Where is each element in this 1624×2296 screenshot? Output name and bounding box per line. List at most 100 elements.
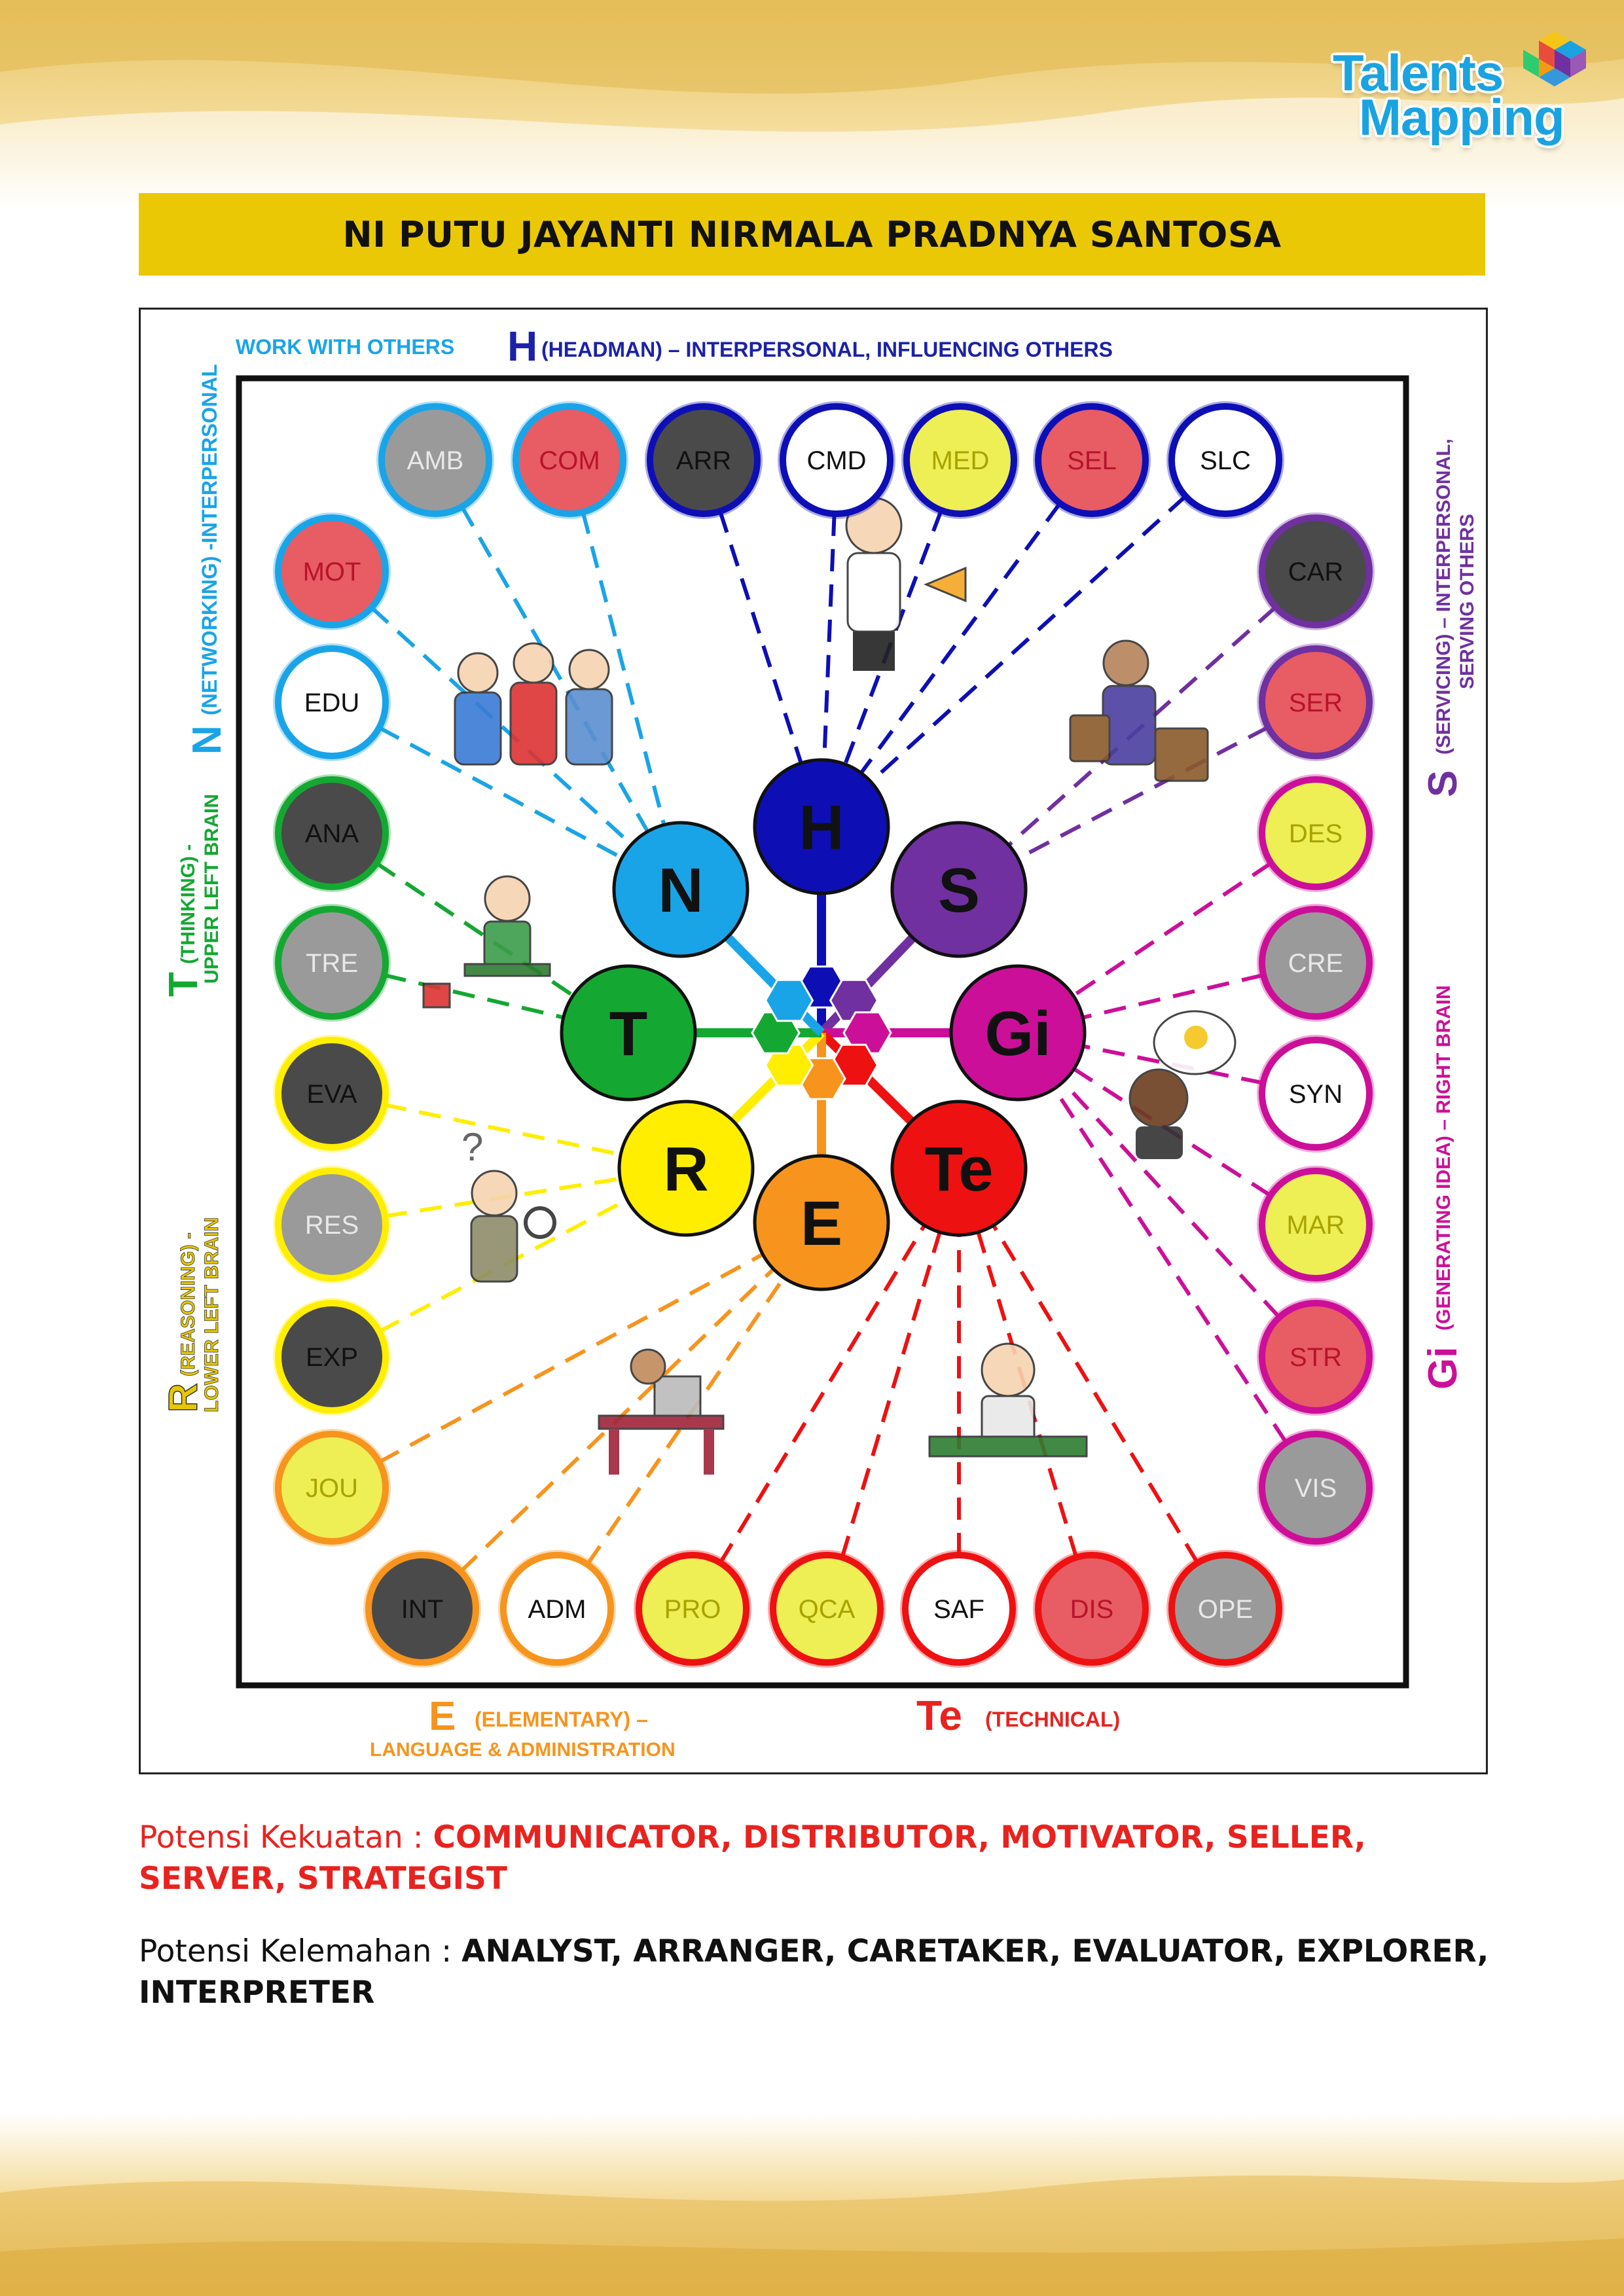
technician-illustration — [928, 1342, 1088, 1458]
connector-amb — [460, 505, 649, 833]
talent-label-ana: ANA — [305, 819, 359, 848]
talent-circle-pro — [636, 1552, 749, 1666]
hub-t: T — [560, 964, 697, 1102]
connector-cmd — [822, 513, 837, 761]
logo-line-1: Talents — [1333, 44, 1504, 101]
talent-med: MED — [901, 401, 1019, 519]
talent-label-str: STR — [1290, 1343, 1342, 1372]
center-hexagon-r — [764, 1043, 814, 1087]
talent-cre: CRE — [1257, 904, 1375, 1022]
talent-circle-qca — [770, 1552, 884, 1666]
hub-n: N — [612, 821, 749, 958]
weaknesses-label: Potensi Kelemahan : — [139, 1933, 462, 1969]
talent-eva: EVA — [273, 1035, 391, 1153]
connector-jou — [378, 1252, 764, 1464]
talent-circle-mar — [1259, 1168, 1373, 1282]
hub-label-gi: Gi — [984, 999, 1051, 1069]
talent-circle-des — [1259, 776, 1373, 890]
hub-e: E — [753, 1154, 890, 1291]
talent-ser: SER — [1257, 643, 1375, 761]
connector-arr — [718, 511, 803, 764]
connector-eva — [384, 1102, 621, 1157]
talent-label-ser: SER — [1289, 689, 1343, 717]
connector-ser — [1017, 725, 1269, 861]
talent-label-des: DES — [1289, 819, 1343, 848]
s-label-text-2: SERVING OTHERS — [1456, 514, 1478, 689]
talent-circle-dis — [1035, 1552, 1149, 1666]
talent-slc: SLC — [1166, 401, 1284, 519]
talent-label-arr: ARR — [676, 446, 731, 475]
connector-slc — [869, 494, 1187, 783]
talent-circle-saf — [902, 1552, 1016, 1666]
weaknesses-section: Potensi Kelemahan : ANALYST, ARRANGER, C… — [139, 1931, 1500, 2013]
logo-line-2: Mapping — [1359, 88, 1565, 146]
gi-label-text: (GENERATING IDEA) – RIGHT BRAIN — [1433, 985, 1454, 1331]
title-bar: NI PUTU JAYANTI NIRMALA PRADNYA SANTOSA — [139, 193, 1485, 276]
talent-circle-sel — [1035, 403, 1149, 517]
talent-circle-med — [903, 403, 1017, 517]
gi-label-letter: Gi — [1420, 1347, 1466, 1390]
talent-circle-cre — [1259, 906, 1373, 1020]
talent-circle-exp — [275, 1300, 389, 1414]
talent-circle-car — [1259, 514, 1373, 628]
talent-tre: TRE — [273, 904, 391, 1022]
person-name-title: NI PUTU JAYANTI NIRMALA PRADNYA SANTOSA — [342, 213, 1282, 255]
footer-wave-background — [0, 2114, 1624, 2296]
talent-circle-res — [275, 1168, 389, 1282]
hub-label-s: S — [938, 855, 980, 925]
talent-com: COM — [511, 401, 628, 519]
office-worker-illustration — [598, 1348, 725, 1475]
talent-label-edu: EDU — [304, 689, 359, 717]
strengths-section: Potensi Kekuatan : COMMUNICATOR, DISTRIB… — [139, 1817, 1500, 1899]
talent-label-syn: SYN — [1289, 1080, 1343, 1109]
strengths-label: Potensi Kekuatan : — [139, 1820, 433, 1856]
talent-circle-adm — [500, 1552, 614, 1666]
talent-sel: SEL — [1033, 401, 1151, 519]
connector-ope — [992, 1224, 1200, 1564]
talent-label-eva: EVA — [306, 1080, 357, 1109]
talent-syn: SYN — [1257, 1035, 1375, 1153]
talent-arr: ARR — [645, 401, 763, 519]
connector-qca — [840, 1231, 942, 1558]
talent-jou: JOU — [273, 1429, 391, 1547]
connector-edu — [378, 726, 623, 860]
talent-label-amb: AMB — [407, 446, 464, 475]
detective-illustration: ? — [461, 1125, 556, 1283]
talent-circle-ser — [1259, 645, 1373, 759]
t-label-letter: T — [161, 972, 206, 997]
talent-circle-slc — [1168, 403, 1282, 517]
connector-pro — [718, 1224, 926, 1564]
talent-label-car: CAR — [1288, 558, 1343, 586]
te-label-text: (TECHNICAL) — [985, 1708, 1120, 1731]
networking-people-illustration — [454, 642, 613, 766]
talent-circle-syn — [1259, 1037, 1373, 1151]
talent-int: INT — [363, 1550, 481, 1668]
talent-circle-edu — [275, 645, 389, 759]
talent-circle-arr — [647, 403, 761, 517]
headman-megaphone-illustration — [845, 497, 967, 671]
hub-label-h: H — [799, 793, 844, 863]
talent-saf: SAF — [900, 1550, 1018, 1668]
talent-label-cre: CRE — [1288, 949, 1343, 978]
talent-cmd: CMD — [778, 401, 895, 519]
talent-amb: AMB — [376, 401, 494, 519]
connector-mot — [370, 606, 633, 846]
talent-label-cmd: CMD — [806, 446, 866, 475]
talent-label-tre: TRE — [306, 949, 358, 978]
talent-des: DES — [1257, 774, 1375, 892]
s-label-text-1: (SERVICING) – INTERPERSONAL, — [1433, 439, 1454, 755]
inner-frame — [236, 375, 1409, 1689]
hub-label-t: T — [609, 999, 648, 1069]
talent-ope: OPE — [1166, 1550, 1284, 1668]
talent-label-saf: SAF — [933, 1595, 984, 1624]
hub-h: H — [753, 758, 890, 895]
edge-labels: H (HEADMAN) – INTERPERSONAL, INFLUENCING… — [160, 323, 1478, 1761]
connector-dis — [976, 1231, 1079, 1558]
talent-str: STR — [1257, 1298, 1375, 1416]
r-label-text-1: (REASONING) - — [177, 1232, 199, 1376]
talent-label-adm: ADM — [528, 1595, 586, 1624]
connector-tre — [384, 973, 564, 1020]
talent-label-mot: MOT — [303, 558, 361, 586]
talent-res: RES — [273, 1166, 391, 1283]
talent-dis: DIS — [1033, 1550, 1151, 1668]
